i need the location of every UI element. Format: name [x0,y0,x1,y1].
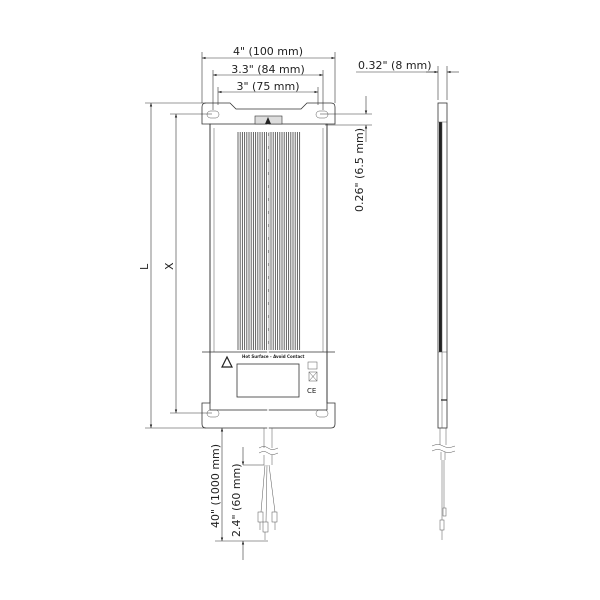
length-label: L [138,263,151,270]
warning-text: Hot Surface - Avoid Contact [242,354,305,359]
mounting-hole [206,409,220,418]
side-view [431,102,456,540]
mounting-hole [315,110,329,119]
ce-mark-icon: CE [307,387,316,395]
warning-triangle-icon [221,355,233,368]
mounting-holes [206,110,329,418]
dimension-lines: 4" (100 mm) 3.3" (84 mm) 3" (75 mm) 0.32… [138,45,459,560]
mounting-plate [201,102,336,429]
strip-length-label: 2.4" (60 mm) [230,463,243,537]
width-inner-label: 3" (75 mm) [236,80,299,93]
warning-mark-small [265,117,271,124]
manual-icon [307,361,318,370]
width-mount-label: 3.3" (84 mm) [231,63,305,76]
front-view: Hot Surface - Avoid Contact CE [201,102,336,540]
width-overall-label: 4" (100 mm) [233,45,303,58]
cable-length-label: 40" (1000 mm) [209,444,222,528]
mount-length-label: X [163,262,176,270]
nameplate [236,363,300,398]
mounting-hole [315,409,329,418]
cable [257,428,279,540]
tab-offset-label: 0.26" (6.5 mm) [353,128,366,212]
depth-label: 0.32" (8 mm) [358,59,432,72]
cooling-fins [237,132,301,350]
weee-bin-icon [308,371,318,382]
mounting-hole [206,110,220,119]
